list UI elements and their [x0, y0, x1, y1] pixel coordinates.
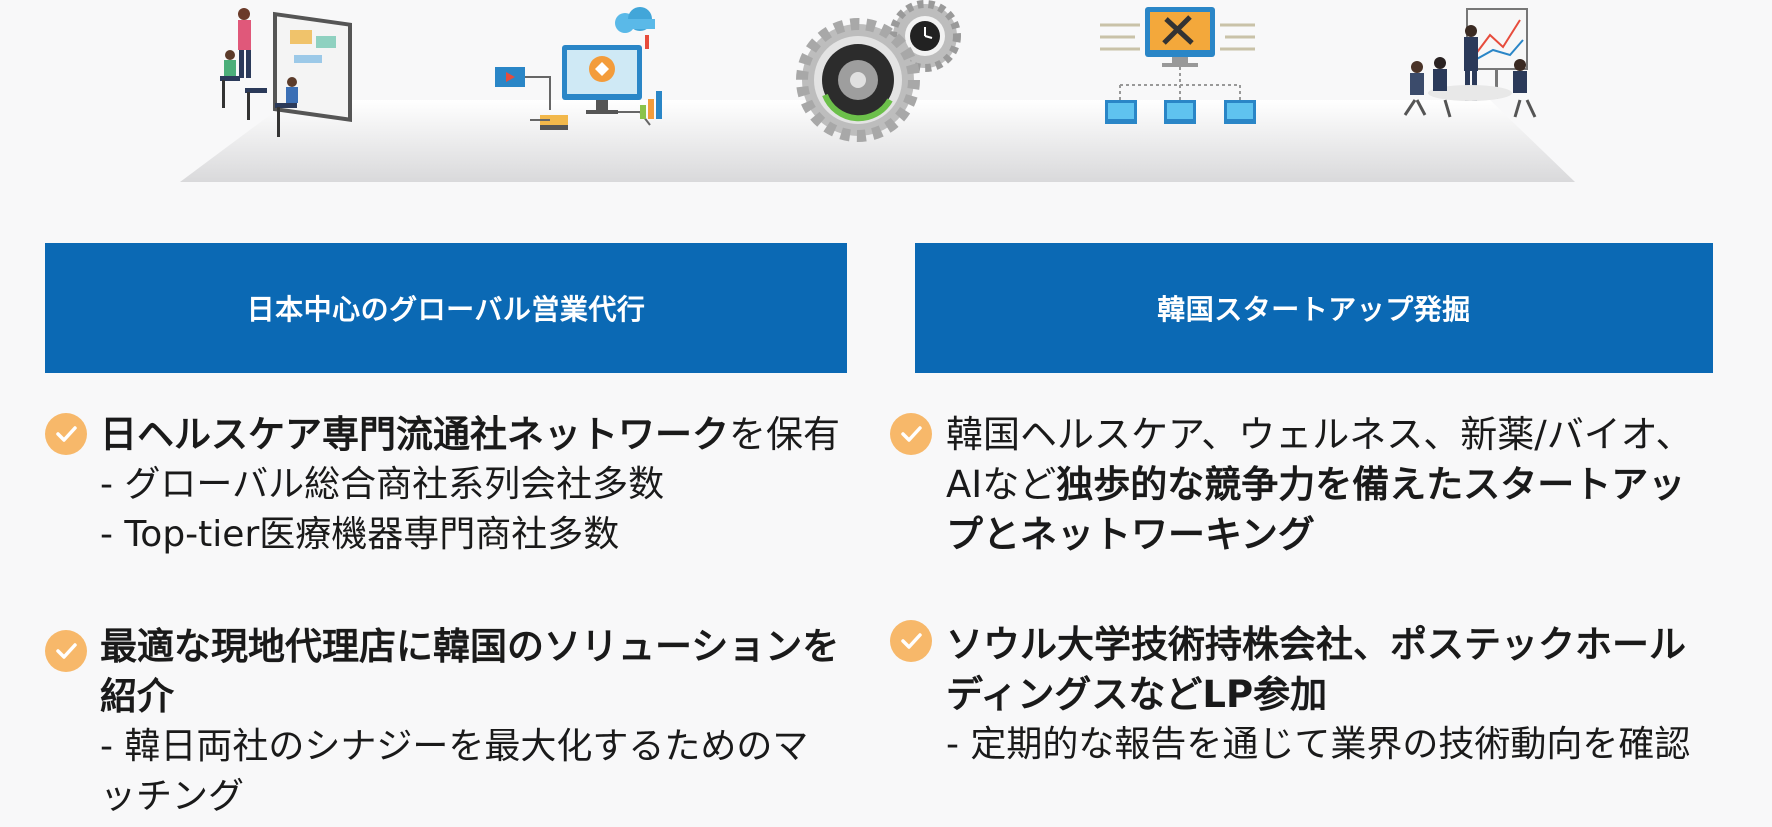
- check-icon: [890, 620, 932, 662]
- right-item-2-sub1: - 定期的な報告を通じて業界の技術動向を確認: [946, 724, 1691, 765]
- check-icon: [890, 413, 932, 455]
- right-item-2-title-line1: ソウル大学技術持株会社、ポステックホール: [946, 623, 1686, 666]
- left-item-2-title-line1: 最適な現地代理店に韓国のソリューションを: [100, 625, 840, 668]
- left-item-1-normal: を保有: [729, 413, 840, 456]
- left-item-2: 最適な現地代理店に韓国のソリューションを 紹介 - 韓日両社のシナジーを最大化す…: [45, 622, 855, 827]
- check-icon: [45, 630, 87, 672]
- gears-clock-icon: [796, 0, 961, 142]
- right-item-2-title-line2: ディングスなどLP参加: [946, 673, 1328, 716]
- check-icon: [45, 413, 87, 455]
- left-item-1-sub1: - グローバル総合商社系列会社多数: [100, 464, 665, 505]
- left-item-1: 日ヘルスケア専門流通社ネットワークを保有 - グローバル総合商社系列会社多数 -…: [45, 410, 855, 570]
- right-item-1-line2: AIなど独歩的な競争力を備えたスタートアッ: [946, 460, 1685, 510]
- meeting-icon: [1403, 8, 1537, 118]
- left-item-2-sub2: ッチング: [100, 776, 245, 817]
- left-item-2-title-line2: 紹介: [100, 675, 174, 718]
- right-header: 韓国スタートアップ発掘: [915, 243, 1713, 373]
- right-item-1-line2-bold: 独歩的な競争力を備えたスタートアッ: [1056, 463, 1686, 506]
- left-item-2-sub1: - 韓日両社のシナジーを最大化するためのマ: [100, 726, 809, 767]
- left-item-1-title: 日ヘルスケア専門流通社ネットワークを保有: [100, 410, 840, 460]
- right-item-2: ソウル大学技術持株会社、ポステックホール ディングスなどLP参加 - 定期的な報…: [890, 620, 1760, 770]
- right-item-1-line2-normal: AIなど: [946, 463, 1057, 506]
- computer-network-icon: [495, 7, 662, 130]
- right-item-1-line3: プとネットワーキング: [946, 513, 1315, 556]
- left-header: 日本中心のグローバル営業代行: [45, 243, 847, 373]
- illustration-stage: [0, 0, 1772, 190]
- tools-monitors-icon: [1100, 7, 1256, 124]
- left-item-1-bold: 日ヘルスケア専門流通社ネットワーク: [100, 413, 729, 456]
- left-item-1-sub2: - Top-tier医療機器専門商社多数: [100, 514, 620, 555]
- right-item-1: 韓国ヘルスケア、ウェルネス、新薬/バイオ、 AIなど独歩的な競争力を備えたスター…: [890, 410, 1760, 570]
- presentation-icon: [220, 8, 352, 137]
- right-header-title: 韓国スタートアップ発掘: [1157, 293, 1471, 326]
- left-header-title: 日本中心のグローバル営業代行: [246, 293, 646, 326]
- right-item-1-line1: 韓国ヘルスケア、ウェルネス、新薬/バイオ、: [946, 413, 1693, 456]
